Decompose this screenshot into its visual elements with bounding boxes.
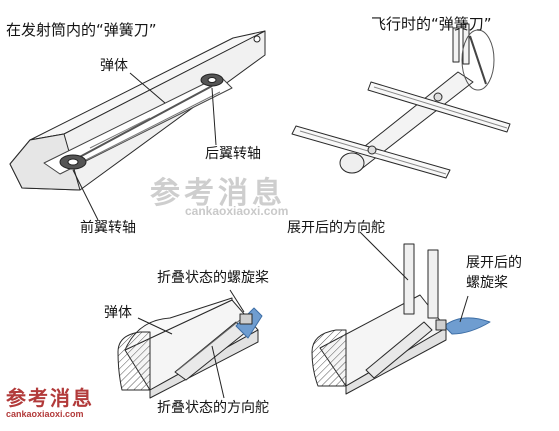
flight-drone	[291, 23, 511, 179]
front-wing-axis-hub	[367, 145, 377, 155]
tail-fin	[462, 23, 470, 65]
fuselage	[344, 71, 474, 171]
deployed-rudder	[427, 249, 439, 319]
tail-fin	[452, 27, 460, 63]
label-folded-rudder: 折叠状态的方向舵	[157, 400, 269, 416]
leader-line-folded-propeller	[229, 289, 245, 313]
rear-wing-detail	[373, 86, 508, 129]
label-in-flight-title: 飞行时的“弹簧刀”	[371, 15, 492, 33]
leader-line-deployed-propeller	[459, 295, 469, 323]
propeller-disc	[461, 29, 495, 91]
label-body-top: 弹体	[100, 58, 128, 74]
projectile-body-rail	[73, 85, 213, 161]
folded-rudder-edge	[177, 319, 241, 371]
watermark-logo-center: 参考消息	[150, 176, 286, 211]
deployed-propeller-hub	[435, 319, 447, 331]
label-deployed-propeller-line1: 展开后的	[466, 255, 522, 271]
leader-line-body-top	[129, 72, 166, 104]
rear-wing-axis-hub	[433, 92, 443, 102]
leader-line-folded-rudder	[211, 345, 225, 399]
projectile-body-edge	[69, 91, 221, 169]
rear-wing-pivot	[207, 77, 217, 83]
label-in-tube-title: 在发射筒内的“弹簧刀”	[6, 21, 157, 39]
deployed-propeller-blade	[443, 317, 491, 335]
launch-tube-drone	[9, 30, 266, 191]
leader-line-rear-wing-axis	[211, 87, 217, 146]
label-deployed-propeller-line2: 螺旋桨	[466, 275, 508, 291]
folded-drone	[117, 297, 263, 399]
deployed-drone	[311, 243, 491, 395]
label-deployed-rudder: 展开后的方向舵	[287, 220, 385, 236]
watermark-url-corner: cankaoxiaoxi.com	[6, 409, 84, 419]
leader-lines	[72, 72, 469, 399]
label-front-wing-axis: 前翼转轴	[80, 220, 136, 236]
projectile-body-edge	[89, 117, 151, 149]
deployed-rudder	[403, 243, 415, 315]
propeller-blade	[469, 35, 487, 85]
label-body-bottom: 弹体	[104, 305, 132, 321]
leader-line-front-wing-axis	[72, 169, 99, 221]
fuselage-nose	[339, 152, 365, 174]
leader-line-body-bottom	[137, 317, 173, 335]
front-wing-pivot	[67, 158, 79, 166]
deployed-body-underside	[345, 327, 447, 395]
leader-line-deployed-rudder	[359, 231, 409, 281]
folded-nose-hatched	[117, 331, 151, 391]
deployed-body-slot	[365, 321, 433, 379]
deployed-nose-hatched	[311, 329, 347, 387]
tube-cap-hole	[253, 35, 261, 43]
label-folded-propeller: 折叠状态的螺旋桨	[157, 270, 269, 286]
label-rear-wing-axis: 后翼转轴	[205, 146, 261, 162]
folded-propeller-hub	[239, 313, 253, 325]
watermark-logo-corner: 参考消息	[6, 386, 94, 410]
watermark-url-center: cankaoxiaoxi.com	[185, 204, 289, 218]
